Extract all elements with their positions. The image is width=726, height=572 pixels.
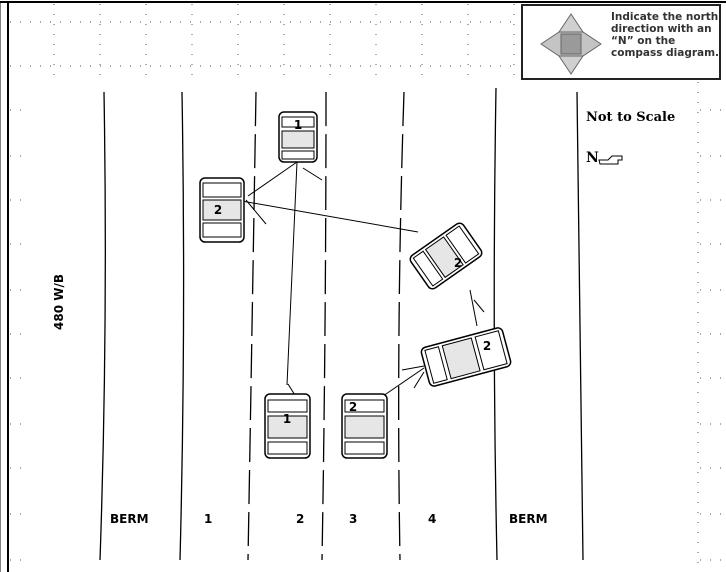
- lane-dividers: [247, 91, 405, 561]
- lane-divider-2-3: [321, 91, 327, 561]
- vehicle-1-initial: 1: [264, 393, 311, 459]
- pointing-hand-icon: [598, 155, 623, 165]
- vehicle-2-initial: 2: [341, 393, 388, 459]
- vehicle-2-final: 2: [199, 177, 245, 243]
- path-vehicle2-lane4: [469, 289, 478, 327]
- drawing-area: [28, 82, 696, 572]
- path-vehicle2-lane4-to-final: [235, 199, 419, 233]
- compass-instruction-box: Indicate the north direction with an “N”…: [521, 4, 721, 80]
- impact-mark-1: [245, 199, 267, 225]
- impact-mark-2: [302, 167, 323, 181]
- berm-line-left: [179, 91, 185, 561]
- lane-divider-3-4: [398, 91, 405, 561]
- lane-label-berm-right: BERM: [509, 512, 548, 526]
- impact-mark-5: [473, 299, 485, 313]
- lane-label-3: 3: [349, 512, 358, 526]
- north-marker: N: [586, 150, 599, 166]
- lane-label-berm-left: BERM: [110, 512, 149, 526]
- left-road-edge: [99, 91, 106, 561]
- lane-label-2: 2: [296, 512, 305, 526]
- right-road-edge-inner: [493, 87, 498, 561]
- vehicle-1-initial-number: 1: [283, 412, 291, 426]
- vehicle-2-lane4-number: 2: [454, 256, 462, 270]
- berm-line-right: [576, 91, 584, 561]
- compass-rose-icon[interactable]: [539, 12, 603, 76]
- road-lines: [99, 87, 584, 561]
- vehicle-1-final-number: 1: [294, 118, 302, 132]
- vehicle-2-initial-number: 2: [349, 400, 357, 414]
- path-vehicle1-initial-to-final: [286, 161, 298, 386]
- compass-instruction-text: Indicate the north direction with an “N”…: [611, 11, 720, 59]
- lane-label-1: 1: [204, 512, 213, 526]
- lane-divider-1-2: [247, 91, 257, 561]
- impact-mark-4: [413, 371, 425, 389]
- travel-paths: [235, 161, 485, 405]
- vehicle-1-final: 1: [278, 111, 318, 163]
- lane-label-4: 4: [428, 512, 437, 526]
- path-vehicle2-to-impact: [385, 367, 425, 395]
- scale-note: Not to Scale: [586, 110, 676, 125]
- vehicle-2-lane4: [409, 222, 483, 290]
- impact-mark-3: [401, 365, 425, 371]
- path-vehicle1-to-vehicle2-impact: [247, 161, 298, 197]
- vehicle-2-impact-number: 2: [483, 339, 491, 353]
- vehicle-2-impact: [420, 327, 512, 387]
- vehicle-2-final-number: 2: [214, 203, 222, 217]
- road-name: 480 W/B: [52, 274, 66, 330]
